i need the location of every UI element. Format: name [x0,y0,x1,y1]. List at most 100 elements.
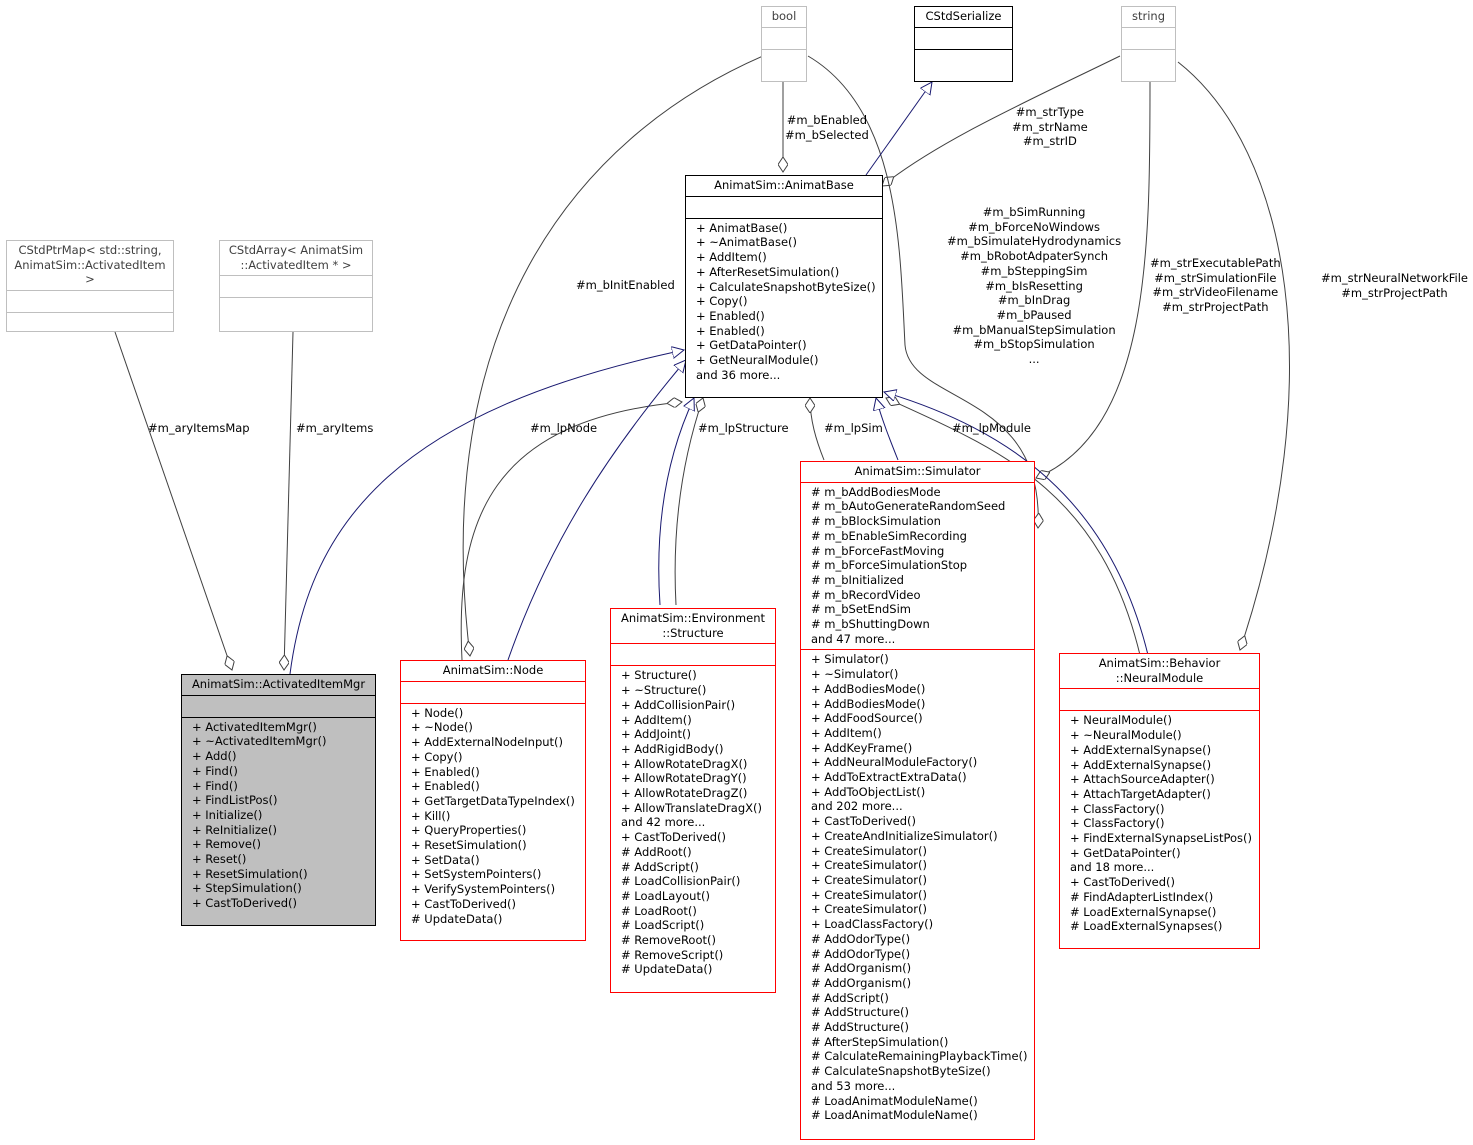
method-item: + Find() [192,763,238,778]
method-item: + CastToDerived() [411,896,516,911]
label-sim-strings: #m_strExecutablePath#m_strSimulationFile… [1150,256,1281,315]
method-item: # AddRoot() [621,844,692,859]
class-animatbase[interactable]: AnimatSim::AnimatBase+ AnimatBase()+ ~An… [685,175,883,398]
attributes-section [7,290,173,312]
attribute-item: # m_bSetEndSim [811,602,911,617]
label-m-lpsim: #m_lpSim [824,421,883,436]
attributes-section [762,26,806,49]
method-item: + Enabled() [411,779,480,794]
method-item: + ~Node() [411,720,473,735]
method-item: + AddBodiesMode() [811,696,926,711]
methods-section: + ActivatedItemMgr()+ ~ActivatedItemMgr(… [182,716,375,914]
attribute-item: and 47 more... [811,631,896,646]
class-cstdserialize[interactable]: CStdSerialize [914,6,1013,82]
inherit-mgr-base [289,350,684,675]
attribute-item: # m_bAddBodiesMode [811,484,941,499]
label-m-aryitemsmap: #m_aryItemsMap [148,421,250,436]
edge-label-line: #m_strID [1022,134,1077,149]
method-item: + ResetSimulation() [192,866,308,881]
method-item: + VerifySystemPointers() [411,882,556,897]
method-item: + FindExternalSynapseListPos() [1070,831,1253,846]
method-item: + Add() [192,749,237,764]
method-item: + CreateSimulator() [811,872,927,887]
label-m-lpnode: #m_lpNode [530,421,597,436]
class-simulator[interactable]: AnimatSim::Simulator# m_bAddBodiesMode# … [800,461,1035,1140]
edge-node-to-base [460,402,682,661]
method-item: and 36 more... [696,367,781,382]
edge-label-line: #m_bPaused [996,307,1072,322]
methods-section: + Node()+ ~Node()+ AddExternalNodeInput(… [401,702,585,930]
edge-label-line: #m_bSimRunning [982,205,1086,219]
class-cstdptrmap[interactable]: CStdPtrMap< std::string,AnimatSim::Activ… [6,240,174,332]
class-structure[interactable]: AnimatSim::Environment::Structure+ Struc… [610,608,776,993]
method-item: + Copy() [411,749,463,764]
method-item: + CreateSimulator() [811,843,927,858]
method-item: + AddExternalSynapse() [1070,742,1212,757]
attributes-section [1122,26,1175,49]
class-activateditemmgr[interactable]: AnimatSim::ActivatedItemMgr+ ActivatedIt… [181,674,376,926]
method-item: + CastToDerived() [192,896,297,911]
attributes-section [686,195,882,218]
inherit-node-base [507,360,686,661]
edge-label-line: #m_strVideoFilename [1152,285,1279,300]
edge-sim-to-base [810,398,825,461]
class-title-line: bool [771,9,797,23]
class-node[interactable]: AnimatSim::Node+ Node()+ ~Node()+ AddExt… [400,660,586,941]
edge-label-line: #m_bManualStepSimulation [952,322,1116,337]
method-item: # UpdateData() [411,911,503,926]
methods-section: + NeuralModule()+ ~NeuralModule()+ AddEx… [1060,710,1259,937]
method-item: + ~AnimatBase() [696,235,798,250]
class-title-line: AnimatSim::Simulator [854,464,981,478]
class-title: AnimatSim::Node [401,661,585,681]
label-m-aryitems: #m_aryItems [296,421,373,436]
methods-section: + Structure()+ ~Structure()+ AddCollisio… [611,665,775,980]
method-item: + AddCollisionPair() [621,697,736,712]
attributes-section [401,680,585,703]
method-item: + Remove() [192,837,261,852]
edge-label-line: #m_strNeuralNetworkFile [1321,271,1469,285]
class-title-line: AnimatSim::ActivatedItem > [14,257,166,287]
inherit-sim-base [876,398,899,461]
method-item: # AddOrganism() [811,975,912,990]
attribute-item: # m_bBlockSimulation [811,514,941,529]
class-cstdarray[interactable]: CStdArray< AnimatSim::ActivatedItem * > [219,240,373,332]
class-neuralmodule[interactable]: AnimatSim::Behavior::NeuralModule+ Neura… [1059,653,1260,949]
label-m-lpmodule: #m_lpModule [952,421,1031,436]
edge-label-line: #m_bInDrag [997,293,1071,308]
method-item: + StepSimulation() [192,881,302,896]
method-item: # LoadAnimatModuleName() [811,1108,978,1123]
method-item: + AddItem() [621,712,692,727]
class-title-line: string [1131,9,1165,23]
method-item: + SetSystemPointers() [411,867,542,882]
label-m-strtype: #m_strType#m_strName#m_strID [1012,105,1088,149]
class-string[interactable]: string [1121,6,1176,82]
method-item: + Kill() [411,808,451,823]
class-title: AnimatSim::Simulator [801,462,1034,482]
attributes-section [915,26,1012,49]
edge-bool-to-sim [807,55,1038,528]
method-item: + Reset() [192,852,247,867]
class-bool[interactable]: bool [761,6,807,82]
edge-bool-to-node [462,55,764,656]
edge-string-to-base [882,55,1121,186]
method-item: + Node() [411,705,464,720]
method-item: # RemoveScript() [621,947,724,962]
method-item: + ResetSimulation() [411,838,527,853]
method-item: + Find() [192,778,238,793]
method-item: + CalculateSnapshotByteSize() [696,279,876,294]
method-item: # LoadLayout() [621,888,710,903]
edge-label-line: #m_strExecutablePath [1150,256,1281,270]
methods-section [1122,48,1175,71]
class-title: AnimatSim::AnimatBase [686,176,882,196]
method-item: + ~NeuralModule() [1070,728,1182,743]
method-item: # AddStructure() [811,1020,910,1035]
method-item: + AddToObjectList() [811,784,926,799]
method-item: # RemoveRoot() [621,933,716,948]
method-item: and 53 more... [811,1078,896,1093]
method-item: # LoadAnimatModuleName() [811,1093,978,1108]
class-title-line: AnimatSim::Node [442,663,544,677]
method-item: + AnimatBase() [696,220,788,235]
edge-label-line: #m_aryItemsMap [148,421,250,435]
method-item: + LoadClassFactory() [811,917,934,932]
edge-label-line: #m_aryItems [296,421,374,435]
